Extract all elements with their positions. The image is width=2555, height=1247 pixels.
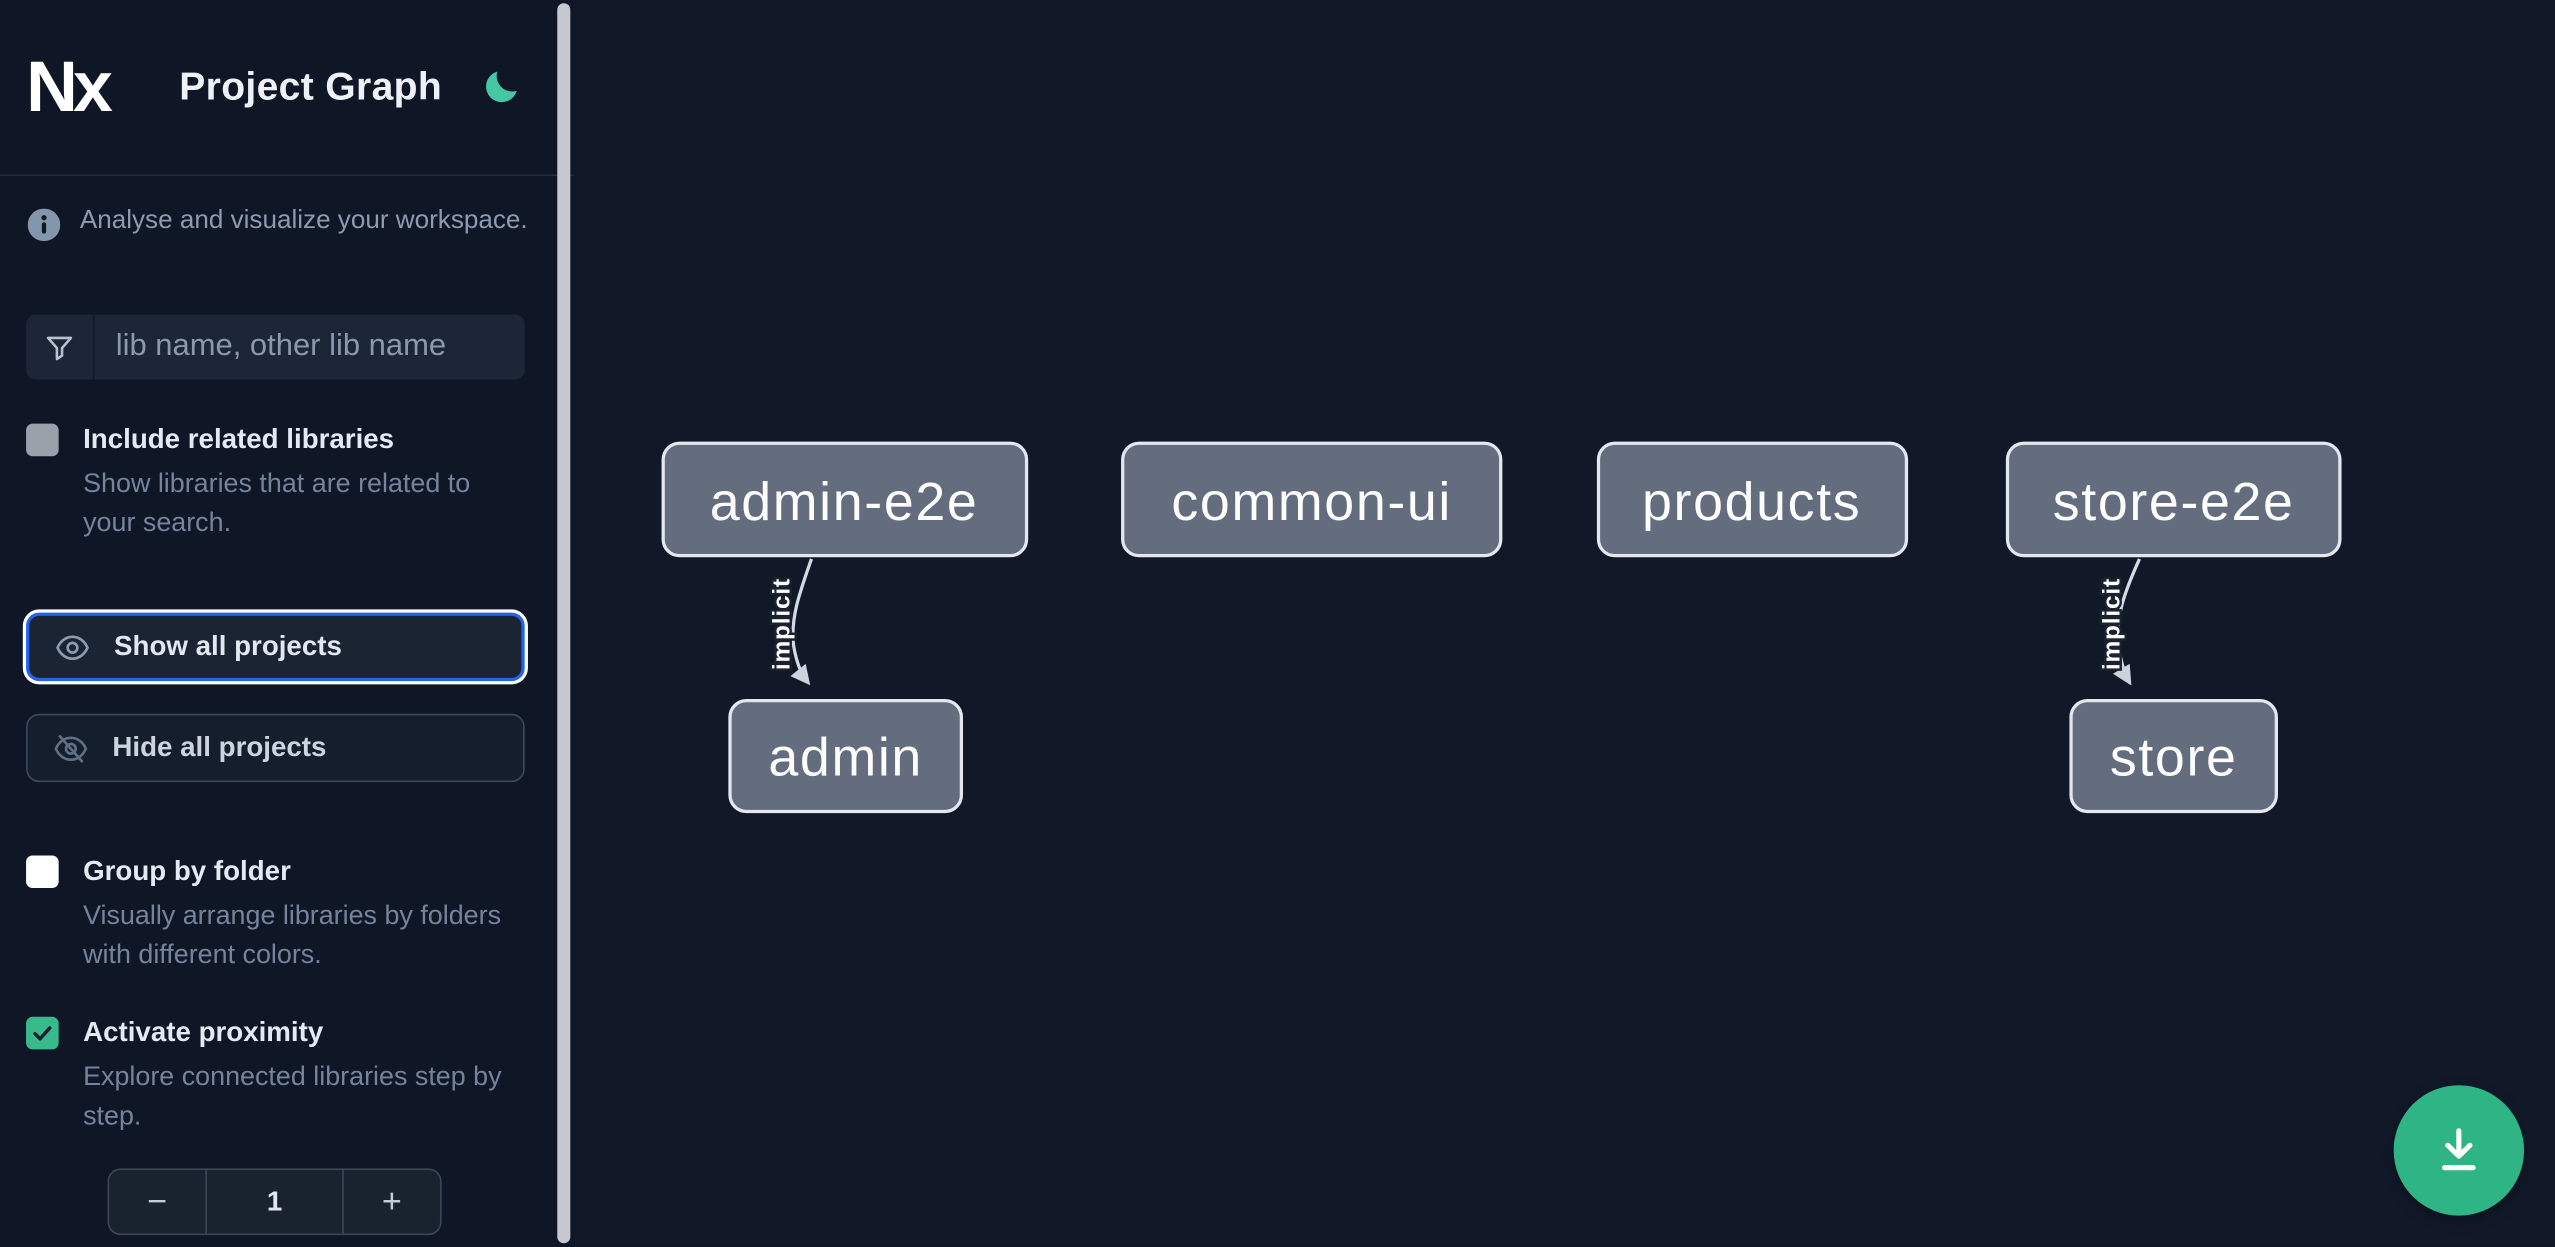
nx-logo: Nx — [26, 46, 113, 127]
filter-input[interactable] — [94, 314, 525, 380]
include-related-description: Show libraries that are related to your … — [83, 469, 471, 538]
graph-canvas[interactable]: implicit implicit admin-e2e common-ui pr… — [573, 0, 2555, 1247]
svg-text:admin: admin — [768, 728, 923, 788]
proximity-value: 1 — [266, 1185, 283, 1217]
hide-all-projects-label: Hide all projects — [112, 731, 327, 763]
include-related-option: Include related libraries Show libraries… — [26, 422, 525, 543]
graph-node-admin[interactable]: admin — [728, 699, 964, 814]
info-icon — [27, 208, 61, 242]
group-by-folder-checkbox[interactable] — [26, 855, 59, 889]
proximity-stepper: − 1 + — [107, 1168, 442, 1236]
graph-node-admin-e2e[interactable]: admin-e2e — [661, 441, 1029, 558]
app-header: Nx Project Graph — [0, 0, 574, 176]
hide-all-projects-button[interactable]: Hide all projects — [26, 713, 525, 783]
edge-label-implicit-2: implicit — [2098, 578, 2125, 670]
project-graph-svg: implicit implicit admin-e2e common-ui pr… — [661, 441, 2342, 814]
svg-text:common-ui: common-ui — [1171, 472, 1452, 532]
activate-proximity-label: Activate proximity — [83, 1016, 324, 1048]
edge-label-implicit-1: implicit — [769, 578, 796, 670]
eye-icon — [56, 634, 89, 660]
svg-text:store-e2e: store-e2e — [2053, 472, 2295, 532]
edge-admin-e2e-to-admin[interactable] — [790, 558, 814, 686]
edge-store-e2e-to-store[interactable] — [2112, 558, 2141, 686]
activate-proximity-checkbox[interactable] — [26, 1016, 59, 1050]
filter-input-group — [26, 314, 525, 380]
svg-text:store: store — [2110, 728, 2238, 788]
include-related-checkbox[interactable] — [26, 423, 59, 457]
proximity-increment-button[interactable]: + — [342, 1169, 440, 1234]
svg-text:admin-e2e: admin-e2e — [710, 472, 979, 532]
eye-slash-icon — [54, 733, 88, 763]
tagline-row: Analyse and visualize your workspace. — [27, 206, 548, 242]
page-title: Project Graph — [179, 64, 443, 109]
moon-icon — [486, 71, 518, 103]
download-graph-button[interactable] — [2393, 1085, 2525, 1216]
activate-proximity-option: Activate proximity Explore connected lib… — [26, 1015, 525, 1136]
theme-toggle-button[interactable] — [481, 67, 522, 108]
funnel-icon — [26, 314, 95, 380]
show-all-projects-label: Show all projects — [114, 630, 342, 662]
sidebar: Nx Project Graph Analyse and visualize y… — [0, 0, 574, 1247]
proximity-decrement-button[interactable]: − — [109, 1169, 207, 1234]
graph-node-store[interactable]: store — [2069, 699, 2278, 814]
graph-node-products[interactable]: products — [1596, 441, 1909, 558]
download-icon — [2442, 1128, 2476, 1171]
sidebar-scrollbar[interactable] — [557, 3, 571, 1244]
tagline-text: Analyse and visualize your workspace. — [79, 206, 528, 235]
graph-node-store-e2e[interactable]: store-e2e — [2005, 441, 2342, 558]
group-by-folder-label: Group by folder — [83, 855, 291, 887]
show-all-projects-button[interactable]: Show all projects — [26, 612, 525, 682]
group-by-folder-option: Group by folder Visually arrange librari… — [26, 854, 525, 975]
svg-text:products: products — [1642, 472, 1861, 532]
include-related-label: Include related libraries — [83, 423, 395, 455]
activate-proximity-description: Explore connected libraries step by step… — [83, 1062, 502, 1131]
graph-node-common-ui[interactable]: common-ui — [1121, 441, 1503, 558]
check-icon — [33, 1026, 52, 1041]
group-by-folder-description: Visually arrange libraries by folders wi… — [83, 901, 502, 970]
